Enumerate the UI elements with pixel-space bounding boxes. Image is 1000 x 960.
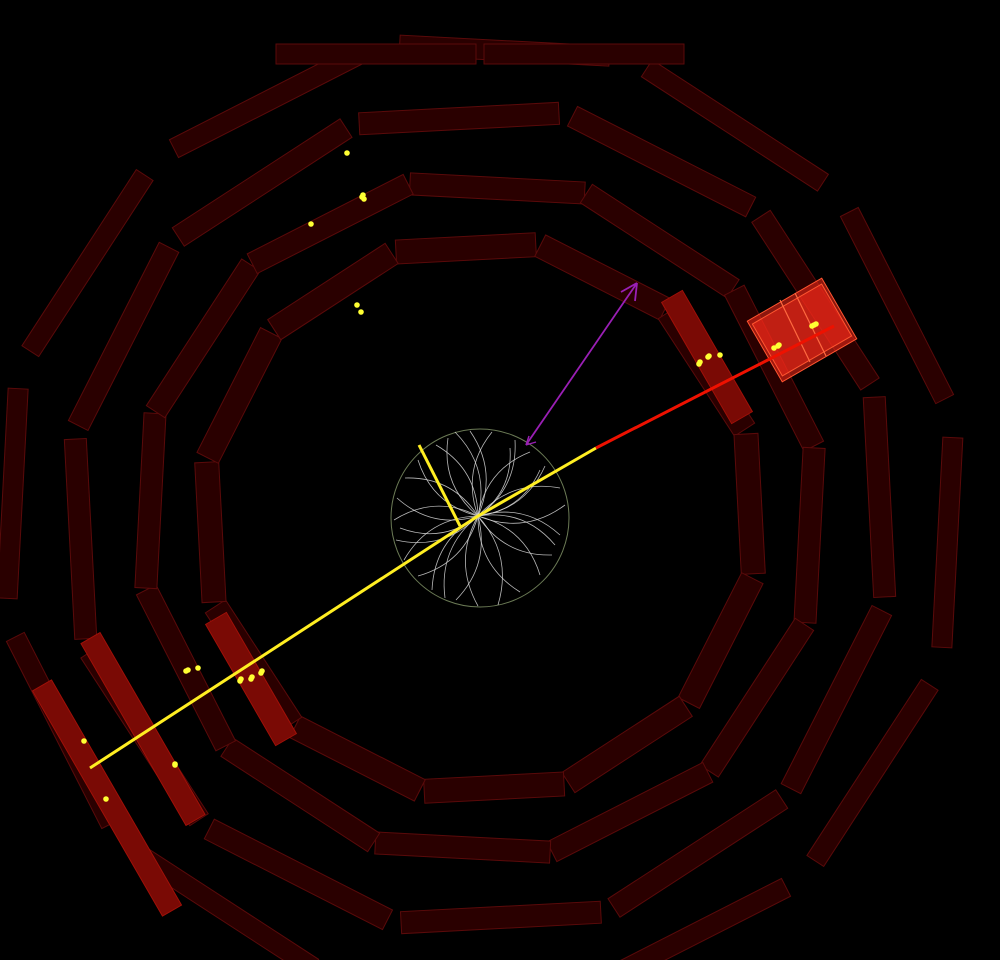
chamber-hit-point <box>344 150 350 156</box>
muon-chamber <box>423 771 566 804</box>
chamber-hit-point <box>811 322 817 328</box>
muon-chamber <box>699 617 815 778</box>
muon-chamber <box>677 572 764 710</box>
charged-track <box>471 431 493 517</box>
charged-track <box>469 430 487 517</box>
chamber-hit-point <box>195 665 201 671</box>
muon-chamber <box>780 604 893 795</box>
muon-chamber <box>931 436 964 649</box>
chamber-hit-point <box>706 353 712 359</box>
muon-chamber <box>534 234 672 321</box>
muon-chamber <box>566 105 757 218</box>
charged-track <box>477 504 566 524</box>
charged-track <box>396 497 479 521</box>
charged-track <box>435 444 479 517</box>
muon-chamber <box>194 461 227 604</box>
muon-chamber <box>63 437 98 640</box>
hit-muon-chamber <box>80 631 206 827</box>
muon-chamber <box>21 168 154 358</box>
muon-chamber <box>145 258 261 419</box>
charged-track <box>393 505 479 521</box>
muon-chamber <box>607 789 789 918</box>
muon-chamber <box>203 818 394 931</box>
muon-chamber <box>561 695 693 794</box>
muon-chamber <box>135 584 237 752</box>
chamber-hit-point <box>259 668 265 674</box>
charged-track <box>455 515 482 601</box>
muon-chamber <box>640 59 830 192</box>
chamber-hit-point <box>249 674 255 680</box>
missing-et-line <box>525 282 638 446</box>
muon-chamber <box>358 101 561 136</box>
chamber-hit-layer <box>81 150 819 802</box>
muon-chamber <box>67 241 180 432</box>
muon-chamber <box>483 43 685 65</box>
charged-track <box>477 515 541 576</box>
muon-chamber <box>408 172 586 205</box>
charged-track <box>404 477 479 517</box>
muon-chamber <box>288 715 426 802</box>
charged-track <box>477 485 561 517</box>
chamber-hit-point <box>308 221 314 227</box>
charged-track <box>477 469 541 517</box>
muon-chamber <box>171 118 353 247</box>
muon-chamber <box>579 183 740 299</box>
charged-track <box>446 437 479 517</box>
chamber-hit-point <box>238 676 244 682</box>
muon-chamber <box>839 206 955 405</box>
muon-track-lower-left <box>89 514 479 770</box>
muon-chamber-layer <box>0 34 964 960</box>
muon-chamber <box>806 678 939 868</box>
charged-track <box>417 459 479 517</box>
missing-et-arrowhead <box>620 282 638 302</box>
charged-track <box>477 515 553 556</box>
calorimeter-deposit-inner <box>751 283 853 377</box>
muon-chamber <box>793 446 826 624</box>
chamber-hit-point <box>358 309 364 315</box>
muon-chamber <box>862 396 897 599</box>
muon-track-upper-right-outer <box>595 324 835 450</box>
muon-chamber <box>275 43 477 65</box>
muon-chamber <box>399 900 602 935</box>
jet-track <box>417 444 462 527</box>
charged-track <box>465 515 479 607</box>
muon-chamber <box>374 831 552 864</box>
chamber-hit-point <box>103 796 109 802</box>
muon-track-upper-right-inner <box>477 446 597 518</box>
muon-chamber <box>246 173 414 275</box>
muon-chamber <box>593 877 792 960</box>
missing-et-tail <box>525 435 537 446</box>
chamber-hit-point <box>775 343 781 349</box>
muon-chamber <box>394 232 537 265</box>
physics-objects-layer <box>89 282 835 770</box>
charged-track <box>477 514 556 546</box>
muon-chamber <box>134 412 167 590</box>
chamber-hit-point <box>354 302 360 308</box>
charged-track <box>477 515 521 593</box>
muon-chamber <box>733 432 766 575</box>
chamber-hit-point <box>717 352 723 358</box>
chamber-hit-point <box>81 738 87 744</box>
muon-chamber <box>546 761 714 863</box>
charged-track <box>477 511 561 536</box>
chamber-hit-point <box>172 761 178 767</box>
muon-chamber <box>0 387 29 600</box>
chamber-hit-point <box>185 667 191 673</box>
muon-chamber <box>267 242 399 341</box>
muon-chamber <box>196 326 283 464</box>
inner-tracker-outline <box>390 428 570 608</box>
muon-chamber <box>220 737 381 853</box>
chamber-hit-point <box>359 194 365 200</box>
charged-track <box>477 515 503 606</box>
calorimeter-cell-edge <box>779 299 811 363</box>
chamber-hit-point <box>697 359 703 365</box>
charged-track <box>403 515 479 561</box>
charged-track <box>477 451 531 517</box>
charged-track <box>417 515 479 577</box>
